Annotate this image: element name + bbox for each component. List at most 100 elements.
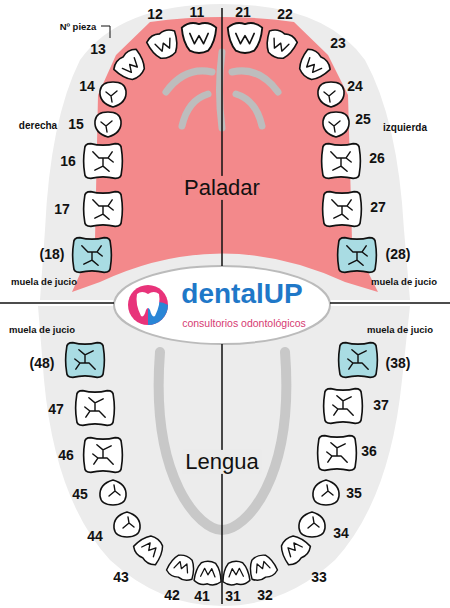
tooth-fissure bbox=[304, 58, 322, 75]
tooth bbox=[324, 389, 363, 424]
tooth bbox=[228, 23, 263, 53]
wisdom-label: muela de jucio bbox=[11, 277, 77, 287]
tooth-fissure bbox=[122, 58, 140, 75]
tooth-number: 41 bbox=[194, 589, 210, 604]
tooth-fissure bbox=[142, 540, 159, 556]
tooth-outline bbox=[322, 144, 361, 179]
tooth-number: (18) bbox=[40, 247, 65, 262]
tooth-fissure bbox=[254, 560, 270, 573]
tooth-fissure bbox=[155, 38, 173, 52]
tooth-fissure bbox=[324, 91, 335, 102]
tooth-number: 13 bbox=[90, 42, 106, 57]
logo-tooth bbox=[137, 292, 160, 316]
tooth-fissure bbox=[308, 517, 319, 528]
midline bbox=[221, 344, 223, 604]
tooth bbox=[100, 480, 126, 505]
tooth-outline bbox=[324, 389, 363, 424]
tooth-fissure bbox=[106, 91, 117, 102]
tooth-number: 32 bbox=[257, 588, 273, 603]
tooth bbox=[95, 112, 121, 137]
tooth-number: 33 bbox=[311, 570, 327, 585]
tooth bbox=[322, 144, 361, 179]
tooth-outline bbox=[111, 46, 151, 85]
tooth-outline bbox=[84, 144, 123, 179]
wisdom-tooth bbox=[338, 238, 377, 273]
tooth bbox=[261, 27, 299, 62]
tooth-fissure bbox=[347, 246, 367, 265]
tooth-outline bbox=[228, 23, 263, 53]
wisdom-label: muela de jucio bbox=[367, 325, 433, 335]
tooth-fissure bbox=[333, 396, 353, 415]
tooth-number: 14 bbox=[79, 79, 95, 94]
tooth-number: 16 bbox=[60, 154, 76, 169]
tooth bbox=[293, 46, 333, 85]
tooth-fissure bbox=[201, 568, 216, 577]
tooth-number: 21 bbox=[235, 5, 251, 20]
palatal-ruga bbox=[232, 71, 278, 92]
tooth-number: 12 bbox=[147, 7, 163, 22]
palatal-ruga bbox=[166, 71, 212, 92]
wisdom-tooth bbox=[73, 238, 112, 273]
tooth bbox=[84, 192, 123, 227]
tooth-number: 34 bbox=[333, 526, 349, 541]
tooth-outline bbox=[131, 530, 169, 567]
tooth-outline bbox=[76, 391, 115, 426]
palate-shape bbox=[72, 17, 378, 292]
tooth-outline bbox=[245, 551, 278, 582]
tooth-fissure bbox=[348, 350, 368, 369]
tooth-fissure bbox=[331, 152, 351, 171]
tooth bbox=[145, 27, 183, 62]
tooth-number: 11 bbox=[190, 5, 205, 20]
tooth-outline bbox=[66, 343, 105, 378]
tooth-fissure bbox=[101, 121, 112, 132]
tooth-number: 47 bbox=[48, 402, 64, 417]
tooth bbox=[245, 551, 278, 582]
tooth-number: 24 bbox=[347, 79, 363, 94]
tooth-number: 45 bbox=[72, 487, 88, 502]
divider-line bbox=[330, 302, 450, 304]
tooth-outline bbox=[73, 238, 112, 273]
tooth-outline bbox=[194, 561, 222, 586]
tooth bbox=[76, 391, 115, 426]
tooth-number: 22 bbox=[277, 7, 293, 22]
tooth-number: 23 bbox=[330, 36, 346, 51]
tooth bbox=[84, 144, 123, 179]
tooth-outline bbox=[100, 82, 126, 107]
tooth-number: 42 bbox=[164, 588, 180, 603]
tooth-outline bbox=[84, 192, 123, 227]
wisdom-label: muela de jucio bbox=[371, 277, 437, 287]
tooth-fissure bbox=[75, 350, 95, 369]
tooth-fissure bbox=[271, 38, 289, 52]
tooth bbox=[84, 438, 123, 473]
tooth bbox=[131, 530, 169, 567]
tooth-fissure bbox=[174, 560, 190, 573]
tooth-fissure bbox=[109, 485, 120, 496]
tooth-fissure bbox=[93, 152, 113, 171]
tooth-number: 37 bbox=[373, 398, 389, 413]
tooth-outline bbox=[318, 82, 344, 107]
tooth bbox=[318, 436, 357, 471]
logo-tagline: consultorios odontológicos bbox=[182, 318, 306, 330]
side-label: izquierda bbox=[383, 122, 427, 133]
tooth-fissure bbox=[322, 485, 333, 496]
wisdom-tooth bbox=[339, 343, 378, 378]
tooth-outline bbox=[165, 551, 198, 582]
tooth-fissure bbox=[93, 200, 113, 219]
tooth-outline bbox=[261, 27, 299, 62]
tooth-outline bbox=[323, 112, 349, 137]
tooth-number: 25 bbox=[355, 112, 371, 127]
tooth-number: 31 bbox=[225, 589, 241, 604]
tooth-fissure bbox=[93, 445, 113, 464]
tooth-fissure bbox=[327, 443, 347, 462]
leader-bracket bbox=[101, 26, 110, 38]
logo-oval: dentalUPconsultorios odontológicos bbox=[112, 264, 332, 346]
tooth-number: 43 bbox=[113, 570, 129, 585]
wisdom-label: muela de jucio bbox=[9, 325, 75, 335]
tooth-number: 15 bbox=[68, 117, 84, 132]
divider-line bbox=[0, 302, 114, 304]
tooth-fissure bbox=[332, 200, 352, 219]
tooth-number: (38) bbox=[386, 356, 411, 371]
tooth bbox=[222, 561, 250, 586]
tooth bbox=[194, 561, 222, 586]
